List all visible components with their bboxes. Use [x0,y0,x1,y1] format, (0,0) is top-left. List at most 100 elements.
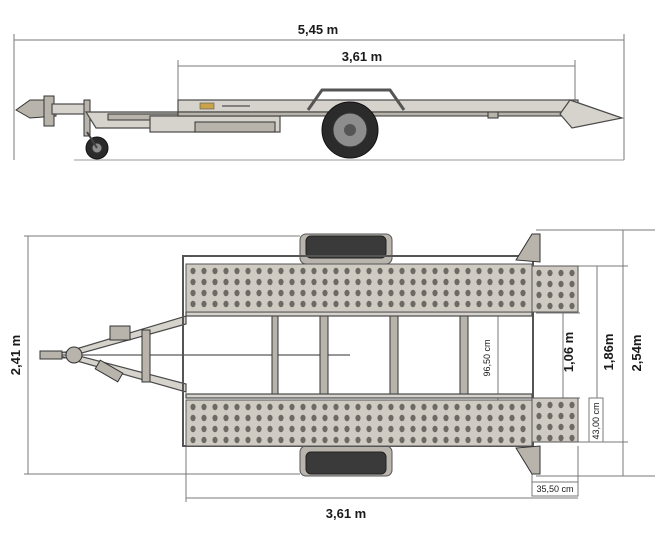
perforation-hole [278,425,284,433]
ramp-width-dimension: 43,00 cm [588,397,604,443]
perforation-hole [355,289,361,297]
perforation-hole [536,280,542,288]
perforation-hole [212,425,218,433]
perforation-hole [377,414,383,422]
perforation-hole [509,414,515,422]
perforation-hole [487,425,493,433]
perforation-hole [355,436,361,444]
perforation-hole [388,436,394,444]
perforation-hole [399,436,405,444]
perforation-hole [300,278,306,286]
perforation-hole [536,291,542,299]
lower-ramp-extension [531,397,579,443]
perforation-hole [454,425,460,433]
perforation-hole [245,278,251,286]
upper-track-plate [185,263,533,313]
perforation-hole [569,269,575,277]
perforation-hole [267,436,273,444]
upper-ramp-extension [531,265,579,313]
perforation-hole [201,267,207,275]
inner-gap-cm-dimension: 96,50 cm [482,316,499,400]
perforation-hole [410,267,416,275]
perforation-hole [377,267,383,275]
inner-gap-label: 1,06 m [561,332,576,372]
perforation-hole [212,300,218,308]
perforation-hole [256,278,262,286]
perforation-hole [498,403,504,411]
perforation-hole [487,300,493,308]
perforation-hole [399,300,405,308]
perforation-hole [300,414,306,422]
perforation-hole [569,280,575,288]
perforation-hole [190,403,196,411]
perforation-hole [234,278,240,286]
perforation-hole [333,436,339,444]
perforation-hole [355,278,361,286]
side-view: 5,45 m 3,61 m [13,22,625,161]
perforation-hole [322,289,328,297]
perforation-hole [289,414,295,422]
perforation-hole [421,267,427,275]
perforation-hole [278,414,284,422]
perforation-hole [547,269,553,277]
perforation-hole [399,403,405,411]
perforation-hole [558,423,564,431]
perforation-hole [454,436,460,444]
perforation-hole [465,436,471,444]
perforation-hole [536,412,542,420]
perforation-hole [355,403,361,411]
perforation-hole [536,401,542,409]
perforation-hole [547,423,553,431]
bed-length-top-label: 3,61 m [326,506,366,521]
perforation-hole [465,403,471,411]
perforation-hole [443,414,449,422]
perforation-hole [388,278,394,286]
perforation-hole [223,267,229,275]
perforation-hole [569,302,575,310]
rear-ramp [559,99,625,129]
perforation-hole [278,403,284,411]
perforation-hole [432,425,438,433]
perforation-hole [536,269,542,277]
perforation-hole [212,278,218,286]
perforation-hole [410,414,416,422]
perforation-hole [234,425,240,433]
perforation-hole [234,267,240,275]
perforation-hole [399,278,405,286]
perforation-hole [410,436,416,444]
perforation-hole [443,278,449,286]
perforation-hole [300,300,306,308]
perforation-hole [223,436,229,444]
perforation-hole [190,300,196,308]
perforation-hole [300,436,306,444]
perforation-hole [256,425,262,433]
perforation-hole [399,414,405,422]
perforation-hole [509,403,515,411]
perforation-hole [443,300,449,308]
perforation-hole [311,436,317,444]
perforation-hole [476,300,482,308]
perforation-hole [256,414,262,422]
perforation-hole [520,289,526,297]
perforation-hole [366,278,372,286]
perforation-hole [520,414,526,422]
perforation-hole [547,291,553,299]
perforation-hole [569,412,575,420]
inner-gap-dimension: 1,06 m [536,312,580,399]
perforation-hole [399,425,405,433]
perforation-hole [355,300,361,308]
perforation-hole [536,434,542,442]
perforation-hole [410,300,416,308]
perforation-hole [366,403,372,411]
perforation-hole [487,289,493,297]
perforation-hole [322,436,328,444]
perforation-hole [278,300,284,308]
perforation-hole [245,414,251,422]
perforation-hole [245,300,251,308]
perforation-hole [234,289,240,297]
perforation-hole [569,291,575,299]
top-drawbar [39,315,350,393]
perforation-hole [278,436,284,444]
overall-length-label: 5,45 m [298,22,338,37]
